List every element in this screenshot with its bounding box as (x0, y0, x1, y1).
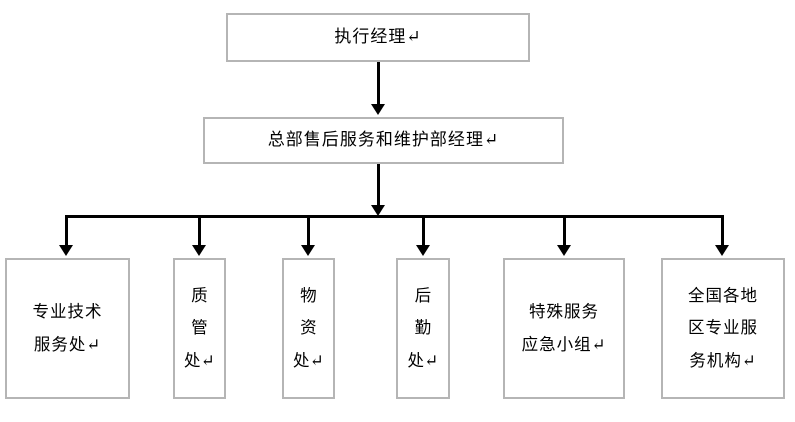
connector-drop-4-line (422, 215, 425, 251)
connector-drop-2-arrowhead (192, 245, 206, 256)
node-special-service-emergency-team-label: 特殊服务 应急小组↵ (521, 302, 607, 354)
node-executive-manager[interactable]: 执行经理↵ (226, 13, 530, 62)
node-logistics-office-label: 后 勤 处↵ (407, 286, 439, 370)
node-materials-office-label: 物 资 处↵ (293, 286, 324, 370)
connector-drop-4-arrowhead (416, 245, 430, 256)
node-hq-aftersales-maintenance-manager-label: 总部售后服务和维护部经理↵ (267, 130, 500, 151)
connector-middle-to-bus-line (377, 164, 380, 208)
connector-drop-3-arrowhead (301, 245, 315, 256)
node-materials-office[interactable]: 物 资 处↵ (282, 258, 335, 399)
connector-root-to-middle-arrowhead (371, 104, 385, 115)
node-logistics-office[interactable]: 后 勤 处↵ (396, 258, 450, 399)
node-executive-manager-label: 执行经理↵ (334, 27, 422, 48)
connector-drop-1-arrowhead (59, 245, 73, 256)
node-quality-control-office-label: 质 管 处↵ (184, 286, 215, 370)
node-nationwide-regional-professional-service-agencies[interactable]: 全国各地 区专业服 务机构↵ (661, 258, 785, 399)
connector-root-to-middle-line (377, 62, 380, 106)
connector-drop-6-line (721, 215, 724, 251)
connector-horizontal-bus (66, 215, 724, 218)
connector-drop-5-arrowhead (557, 245, 571, 256)
connector-drop-5-line (563, 215, 566, 251)
connector-middle-to-bus-arrowhead (371, 205, 385, 216)
connector-drop-1-line (65, 215, 68, 251)
connector-drop-2-line (198, 215, 201, 251)
node-professional-technical-service-office[interactable]: 专业技术 服务处↵ (5, 258, 130, 399)
node-special-service-emergency-team[interactable]: 特殊服务 应急小组↵ (503, 258, 625, 399)
node-hq-aftersales-maintenance-manager[interactable]: 总部售后服务和维护部经理↵ (203, 117, 564, 164)
node-professional-technical-service-office-label: 专业技术 服务处↵ (32, 302, 103, 354)
connector-drop-3-line (307, 215, 310, 251)
connector-drop-6-arrowhead (715, 245, 729, 256)
node-nationwide-regional-professional-service-agencies-label: 全国各地 区专业服 务机构↵ (688, 286, 758, 370)
node-quality-control-office[interactable]: 质 管 处↵ (173, 258, 226, 399)
